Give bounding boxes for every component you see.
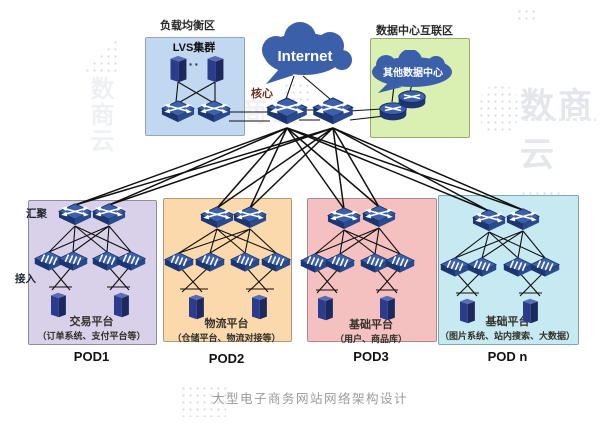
- pod2-server-2: [248, 293, 270, 321]
- pod3-server-1: [314, 294, 336, 322]
- pod3-access-switch-4: [385, 253, 415, 276]
- pod3-agg-switch-2: [362, 205, 396, 231]
- watermark-caption: [524, 118, 596, 121]
- pod3-systems: （用户、商品库）: [334, 334, 407, 344]
- podn-access-switch-4: [530, 257, 560, 280]
- other-datacenter-label: 其他数据中心: [383, 66, 443, 79]
- pod3-platform: 基础平台: [349, 319, 393, 331]
- pod2-name: POD2: [208, 351, 245, 366]
- dot-pattern: [516, 8, 536, 24]
- aggregation-label: 汇聚: [26, 208, 47, 220]
- pod2-access-switch-4: [261, 252, 291, 275]
- pod3-platform-text: 基础平台 （用户、商品库）: [307, 316, 435, 345]
- pod2-agg-switch-1: [200, 206, 234, 232]
- podn-agg-switch-1: [472, 209, 506, 235]
- podn-access-switch-3: [503, 257, 533, 280]
- pod1-systems: （订单系统、支付平台等）: [37, 331, 146, 341]
- pod2-platform: 物流平台: [204, 318, 249, 330]
- pod1-name: POD1: [73, 349, 110, 364]
- load-balancing-zone-box: [145, 37, 245, 136]
- pod1-agg-switch-2: [92, 203, 126, 229]
- internet-label: Internet: [277, 48, 332, 65]
- diagram-title: 大型电子商务网站网络架构设计: [211, 392, 408, 406]
- podn-server-2: [519, 297, 541, 325]
- pod1-platform-text: 交易平台 （订单系统、支付平台等）: [28, 313, 155, 342]
- podn-server-1: [456, 297, 478, 325]
- pod1-server-2: [110, 291, 132, 319]
- dot-pattern: [478, 84, 520, 134]
- lvs-switch-1: [161, 100, 195, 126]
- pod2-access-switch-3: [230, 252, 260, 275]
- dc-router-2: [396, 90, 428, 110]
- load-balancing-zone-title: 负载均衡区: [160, 20, 215, 32]
- podn-name: POD n: [487, 349, 528, 364]
- pod3-agg-switch-1: [327, 207, 361, 233]
- pod3-server-2: [376, 294, 398, 322]
- podn-systems: （图片系统、站内搜索、大数据）: [439, 331, 575, 341]
- dot-pattern: [283, 82, 309, 102]
- pod1-box: [28, 200, 157, 345]
- lvs-cluster-label: LVS集群: [172, 42, 216, 54]
- pod2-systems: （仓储平台、物流对接等）: [172, 333, 281, 343]
- pod1-server-1: [47, 291, 69, 319]
- podn-platform-text: 基础平台 （图片系统、站内搜索、大数据）: [428, 313, 587, 342]
- core-label: 核心: [251, 88, 273, 100]
- podn-platform: 基础平台: [485, 316, 530, 328]
- core-switch-2: [312, 97, 354, 129]
- podn-access-switch-1: [440, 257, 470, 280]
- podn-agg-switch-2: [506, 208, 540, 234]
- other-datacenter-cloud: 其他数据中心: [372, 50, 452, 93]
- pod2-platform-text: 物流平台 （仓储平台、物流对接等）: [163, 315, 290, 344]
- pod2-access-switch-1: [164, 252, 194, 275]
- pod1-access-switch-4: [116, 251, 146, 274]
- core-switch-1: [266, 97, 308, 129]
- lvs-switch-2: [197, 100, 231, 126]
- datacenter-zone-title: 数据中心互联区: [376, 25, 453, 37]
- dot-pattern: [180, 385, 226, 417]
- podn-access-switch-2: [467, 257, 497, 280]
- pod1-platform: 交易平台: [69, 316, 114, 328]
- pod2-server-1: [185, 293, 207, 321]
- pod3-access-switch-2: [325, 253, 355, 276]
- lvs-server-1: [166, 54, 190, 84]
- pod3-name: POD3: [353, 349, 389, 364]
- pod2-access-switch-2: [195, 252, 225, 275]
- pod2-agg-switch-2: [233, 206, 267, 232]
- access-label: 接入: [15, 273, 36, 285]
- pod1-access-switch-2: [58, 251, 88, 274]
- lvs-ellipsis: ···: [183, 56, 200, 72]
- lvs-server-2: [203, 54, 227, 84]
- pod1-agg-switch-1: [58, 203, 92, 229]
- internet-cloud: Internet: [262, 22, 352, 84]
